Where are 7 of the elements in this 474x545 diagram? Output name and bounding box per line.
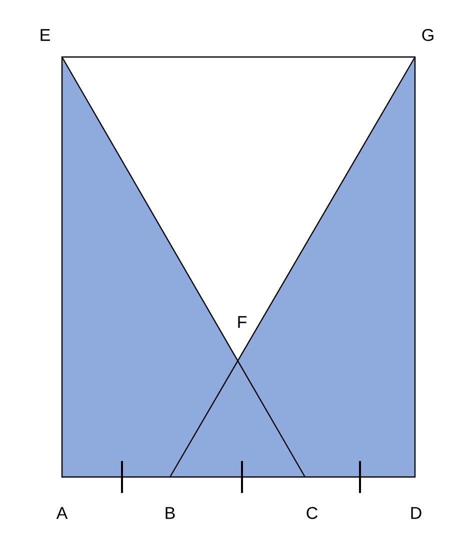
- point-label: E: [40, 29, 50, 41]
- point-label: A: [56, 507, 68, 519]
- point-label: D: [411, 507, 422, 519]
- point-label: F: [238, 316, 247, 328]
- point-label: G: [422, 28, 434, 42]
- point-label: B: [166, 507, 175, 519]
- point-label: C: [306, 506, 318, 520]
